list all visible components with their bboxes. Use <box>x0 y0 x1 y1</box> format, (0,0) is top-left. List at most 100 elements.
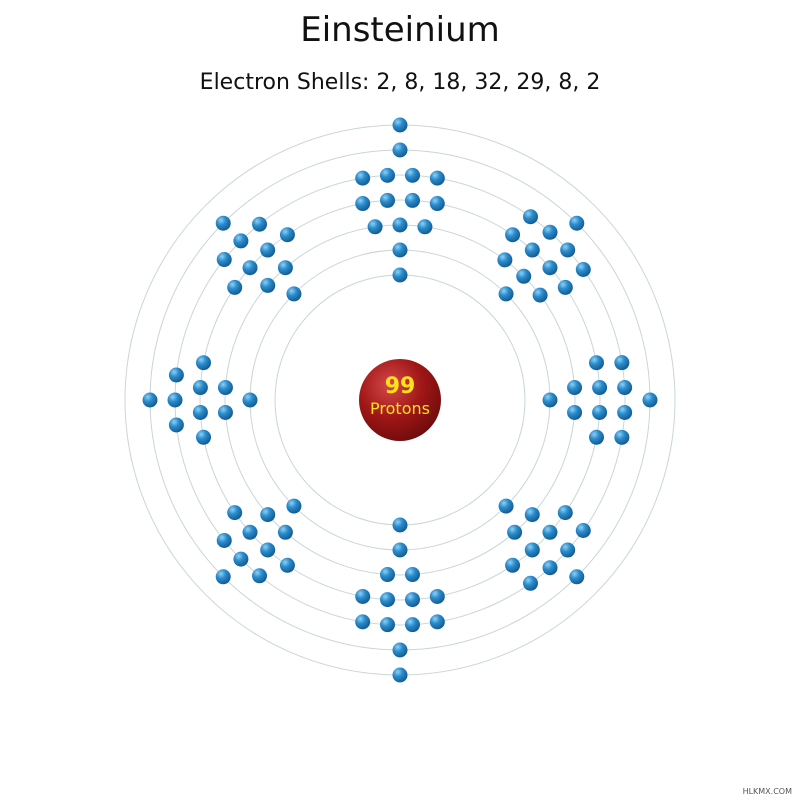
electron-shell-4 <box>192 404 208 420</box>
electron-shell-4 <box>242 524 258 540</box>
electron-shell-2 <box>392 542 408 558</box>
electron-shell-5 <box>380 167 396 183</box>
electrons <box>142 117 658 683</box>
electron-shell-5 <box>523 575 538 591</box>
electron-shell-2 <box>242 392 258 408</box>
watermark: HLKMX.COM <box>742 787 792 796</box>
electron-shell-4 <box>404 592 420 608</box>
electron-shell-5 <box>168 367 184 383</box>
electron-shell-6 <box>642 392 658 408</box>
electron-shell-4 <box>557 279 573 295</box>
electron-shell-5 <box>233 551 249 567</box>
electron-shell-4 <box>505 557 521 573</box>
electron-shell-4 <box>557 505 573 521</box>
electron-shell-4 <box>279 227 295 243</box>
electron-shell-5 <box>252 568 268 584</box>
electron-shell-4 <box>542 260 558 276</box>
electron-shell-2 <box>542 392 558 408</box>
electron-shell-3 <box>260 507 276 523</box>
electron-shell-4 <box>505 227 521 243</box>
electron-shell-5 <box>216 532 232 548</box>
electron-shell-6 <box>569 215 585 231</box>
electron-shell-2 <box>286 286 302 302</box>
electron-shell-6 <box>215 215 231 231</box>
orbit-shell-4 <box>199 199 601 601</box>
electron-shell-6 <box>392 642 408 658</box>
electron-shell-4 <box>429 588 445 604</box>
electron-shell-4 <box>279 557 295 573</box>
nucleus-sphere <box>359 359 441 441</box>
electron-shell-2 <box>286 498 302 514</box>
electron-shell-4 <box>380 192 396 208</box>
electron-shell-4 <box>196 355 212 371</box>
electron-shell-5 <box>617 380 633 396</box>
electron-shell-5 <box>523 209 538 225</box>
electron-shell-1 <box>392 267 408 283</box>
electron-shell-4 <box>227 279 243 295</box>
electron-shell-4 <box>588 355 604 371</box>
electron-shell-3 <box>532 287 548 303</box>
electron-shell-4 <box>380 592 396 608</box>
proton-count: 99 <box>385 374 416 399</box>
electron-shell-7 <box>392 117 408 133</box>
electron-shell-5 <box>216 252 232 268</box>
electron-shell-5 <box>617 404 633 420</box>
electron-shell-3 <box>567 404 583 420</box>
electron-shell-4 <box>588 429 604 445</box>
electron-shell-5 <box>575 523 591 538</box>
electron-shell-5 <box>614 355 630 371</box>
electron-shell-3 <box>260 277 276 293</box>
electron-shell-5 <box>167 392 183 408</box>
electron-shell-3 <box>277 524 293 540</box>
electron-shell-4 <box>524 542 540 558</box>
electron-shell-3 <box>367 219 383 235</box>
electron-shell-5 <box>252 216 268 232</box>
electron-shell-5 <box>404 167 420 183</box>
electron-shell-4 <box>192 380 208 396</box>
electron-shell-4 <box>542 524 558 540</box>
electron-shell-5 <box>355 170 371 186</box>
electron-shell-5 <box>575 262 591 277</box>
electron-shell-3 <box>277 260 293 276</box>
electron-shell-5 <box>168 417 184 433</box>
electron-shell-6 <box>392 142 408 158</box>
nucleus: 99 Protons <box>359 359 441 441</box>
electron-shell-4 <box>227 505 243 521</box>
electron-shell-3 <box>567 380 583 396</box>
electron-shell-3 <box>404 567 420 583</box>
electron-shell-5 <box>429 614 445 630</box>
electron-shell-3 <box>392 217 408 233</box>
electron-shell-5 <box>560 542 576 558</box>
electron-shell-4 <box>429 196 445 212</box>
electron-shell-3 <box>524 507 540 523</box>
page-title: Einsteinium <box>300 10 500 50</box>
electron-shell-4 <box>196 429 212 445</box>
electron-shell-4 <box>404 192 420 208</box>
electron-shell-1 <box>392 517 408 533</box>
electron-shell-5 <box>355 614 371 630</box>
electron-shell-5 <box>404 617 420 633</box>
electron-shell-4 <box>524 242 540 258</box>
electron-shell-3 <box>380 567 396 583</box>
electron-shell-3 <box>497 252 513 268</box>
electron-shell-4 <box>242 260 258 276</box>
electron-shell-4 <box>260 542 276 558</box>
electron-shell-5 <box>542 560 558 576</box>
electron-shell-7 <box>392 667 408 683</box>
electron-shell-3 <box>217 404 233 420</box>
electron-shell-2 <box>392 242 408 258</box>
electron-shell-6 <box>142 392 158 408</box>
electron-shell-4 <box>355 588 371 604</box>
electron-shell-5 <box>380 617 396 633</box>
electron-shell-4 <box>592 380 608 396</box>
electron-shell-3 <box>516 268 532 284</box>
electron-shell-3 <box>507 524 523 540</box>
electron-shell-6 <box>569 569 585 585</box>
electron-shell-4 <box>260 242 276 258</box>
electron-shell-4 <box>592 404 608 420</box>
electron-shell-6 <box>215 569 231 585</box>
electron-shell-3 <box>417 219 433 235</box>
electron-shell-5 <box>560 242 576 258</box>
electron-shell-2 <box>498 498 514 514</box>
